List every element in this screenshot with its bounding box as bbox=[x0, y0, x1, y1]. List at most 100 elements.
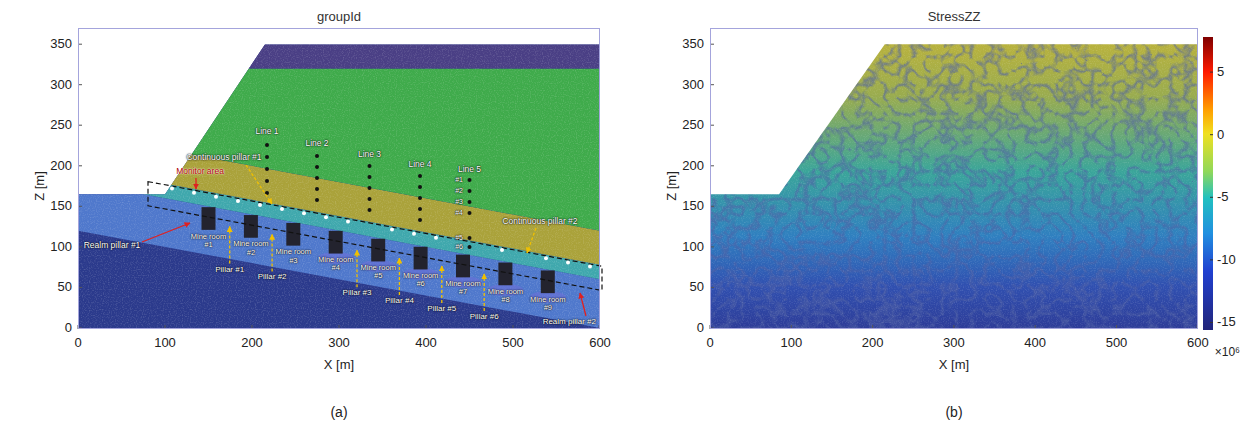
colorbar-unit: ×10⁶ bbox=[1215, 346, 1240, 359]
monitor-point bbox=[302, 211, 306, 215]
line-point bbox=[418, 207, 422, 211]
panel-label: (b) bbox=[945, 405, 962, 420]
line-point bbox=[368, 197, 372, 201]
tick-label: 0 bbox=[697, 321, 704, 335]
pillar-label: Continuous pillar #2 bbox=[502, 217, 577, 226]
tick-label: 500 bbox=[502, 336, 524, 350]
tick-label: 50 bbox=[58, 280, 72, 294]
line-point bbox=[315, 176, 319, 180]
monitor-point bbox=[500, 248, 504, 252]
area-label: Monitor area bbox=[176, 167, 224, 176]
monitor-point bbox=[258, 203, 262, 207]
point-number: #3 bbox=[455, 198, 463, 206]
room-label: Mine room #4 bbox=[317, 256, 355, 273]
monitor-point bbox=[346, 219, 350, 223]
line-point bbox=[418, 218, 422, 222]
tick-label: 100 bbox=[50, 240, 72, 254]
monitor-point bbox=[280, 207, 284, 211]
line-point bbox=[368, 186, 372, 190]
room-label: Mine room #7 bbox=[444, 280, 482, 297]
monitor-point bbox=[412, 232, 416, 236]
monitor-lines bbox=[265, 143, 472, 249]
monitor-point bbox=[434, 236, 438, 240]
pillar-label: Pillar #6 bbox=[470, 312, 499, 321]
pillar-label: Realm pillar #1 bbox=[84, 241, 141, 250]
colorbar-label: -10 bbox=[1217, 253, 1236, 267]
mine-rooms bbox=[202, 207, 555, 293]
axis-label: Z [m] bbox=[665, 171, 679, 201]
monitor-points bbox=[170, 187, 592, 269]
colorbar-label: -5 bbox=[1217, 190, 1229, 204]
leader-arrow bbox=[142, 223, 190, 242]
tick-label: 0 bbox=[65, 321, 72, 335]
colorbar bbox=[1203, 37, 1213, 330]
annotation-arrows bbox=[142, 165, 586, 316]
particle-grain bbox=[78, 28, 600, 329]
line-point bbox=[265, 179, 269, 183]
pillar-label: Continuous pillar #1 bbox=[186, 153, 261, 162]
point-number: #5 bbox=[455, 234, 463, 242]
line-point bbox=[468, 211, 472, 215]
monitor-point bbox=[170, 187, 174, 191]
line-point bbox=[418, 196, 422, 200]
tick bbox=[1210, 134, 1213, 135]
panel-label: (a) bbox=[330, 405, 347, 420]
leader-arrow bbox=[580, 293, 586, 316]
colorbar-label: -15 bbox=[1217, 315, 1236, 329]
tick-label: 150 bbox=[682, 199, 704, 213]
panel-title: StressZZ bbox=[711, 9, 1197, 24]
room-label: Mine room #8 bbox=[486, 288, 524, 305]
point-number: #6 bbox=[455, 243, 463, 251]
tick-label: 300 bbox=[682, 78, 704, 92]
line-point bbox=[265, 155, 269, 159]
line-point bbox=[368, 164, 372, 168]
point-number: #2 bbox=[455, 187, 463, 195]
caving-zones bbox=[318, 252, 566, 303]
monitor-point bbox=[544, 256, 548, 260]
leader-arrow bbox=[195, 178, 196, 189]
plot-frame: groupId bbox=[78, 28, 600, 329]
pillar-label: Realm pillar #2 bbox=[543, 318, 596, 327]
line-point bbox=[315, 198, 319, 202]
line-point bbox=[315, 165, 319, 169]
colorbar-label: 5 bbox=[1217, 65, 1224, 79]
room-label: Mine room #2 bbox=[232, 240, 270, 257]
line-point bbox=[265, 143, 269, 147]
tick-label: 250 bbox=[50, 118, 72, 132]
line-point bbox=[468, 200, 472, 204]
mine-room bbox=[244, 215, 258, 238]
monitor-point bbox=[566, 260, 570, 264]
tick bbox=[1210, 72, 1213, 73]
tick-label: 100 bbox=[154, 336, 176, 350]
tick-label: 200 bbox=[862, 336, 884, 350]
monitor-point bbox=[236, 199, 240, 203]
tick-label: 500 bbox=[1106, 336, 1128, 350]
line-point bbox=[468, 178, 472, 182]
colorbar-ticks bbox=[1210, 72, 1213, 322]
tick-label: 100 bbox=[682, 240, 704, 254]
line-point bbox=[265, 167, 269, 171]
room-label: Mine room #1 bbox=[190, 233, 228, 250]
monitor-point bbox=[192, 191, 196, 195]
tick-label: 100 bbox=[780, 336, 802, 350]
monitor-point bbox=[588, 265, 592, 269]
room-label: Mine room #9 bbox=[529, 296, 567, 313]
tick bbox=[1210, 259, 1213, 260]
colorbar-label: 0 bbox=[1217, 127, 1224, 141]
tick-label: 400 bbox=[415, 336, 437, 350]
line-label: Line 3 bbox=[358, 150, 381, 159]
room-label: Mine room #5 bbox=[359, 264, 397, 281]
plot-frame: StressZZ bbox=[710, 28, 1198, 329]
leader-arrow bbox=[484, 274, 485, 311]
pillar-label: Pillar #2 bbox=[258, 273, 287, 282]
axis-ticks bbox=[78, 44, 1197, 329]
tick-label: 300 bbox=[328, 336, 350, 350]
line-point bbox=[418, 174, 422, 178]
leader-arrow bbox=[399, 258, 400, 295]
pillar-label: Pillar #1 bbox=[215, 265, 244, 274]
mine-room bbox=[329, 231, 343, 254]
axis-label: Z [m] bbox=[33, 171, 47, 201]
tick-label: 50 bbox=[690, 280, 704, 294]
tick-label: 600 bbox=[589, 336, 611, 350]
